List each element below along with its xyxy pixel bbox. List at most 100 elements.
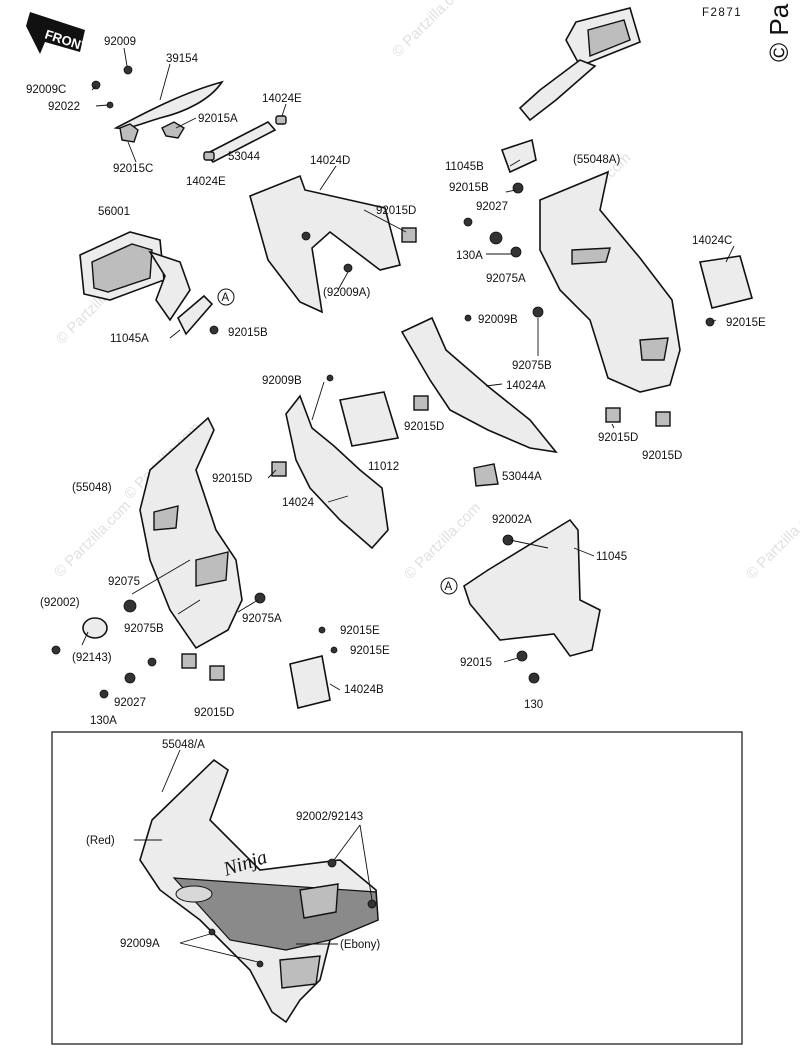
clip-92015d: [181, 653, 197, 669]
marker-letter: A: [445, 581, 453, 593]
part-label: 92015: [460, 657, 492, 669]
inset-label-ebony: (Ebony): [340, 939, 380, 951]
nut-icon: [705, 317, 715, 327]
inner-cover-14024d: [249, 174, 401, 314]
duct-cover-14024a: [400, 316, 558, 454]
bolt-130: [528, 672, 540, 684]
clip-92015d: [271, 461, 287, 477]
cover-14024b: [289, 655, 331, 709]
clip-92015d: [413, 395, 429, 411]
inset-label-bolt-pair: 92002/92143: [296, 811, 363, 823]
part-label: 11012: [368, 461, 399, 473]
bolt-icon: [367, 899, 377, 909]
part-label: 92075B: [124, 623, 164, 635]
turn-signal: [175, 885, 213, 903]
watermark: © Partzilla.com: [401, 499, 484, 582]
part-label: 92009B: [262, 375, 302, 387]
part-label: (92002): [40, 597, 80, 609]
collar-92075: [123, 599, 137, 613]
part-labels: 92009 39154 92009C 92022 92015A 14024E 5…: [26, 36, 766, 727]
clip-92015d: [605, 407, 621, 423]
part-label: 14024B: [344, 684, 384, 696]
collar-92075a: [254, 592, 266, 604]
inset-panel: Ninja 55048/A (Red) (Ebony) 92002/92143 …: [51, 731, 743, 1045]
part-label: 11045A: [110, 333, 149, 345]
bolt-130a: [463, 217, 473, 227]
screw-icon: [301, 231, 311, 241]
part-label: 92015E: [340, 625, 380, 637]
rubber-53044a: [473, 463, 499, 487]
bolt-130a: [99, 689, 109, 699]
cowl-left-55048: [139, 416, 243, 650]
part-label: 92009: [104, 36, 136, 48]
part-label: 92015A: [198, 113, 238, 125]
reference-marker-a: A: [217, 288, 235, 306]
screw-92009b: [464, 314, 472, 322]
part-label: 130A: [90, 715, 117, 727]
part-label: 92027: [476, 201, 508, 213]
part-label: 92015B: [228, 327, 268, 339]
watermark: © Partzilla.com: [51, 497, 134, 580]
bracket-stay-11045: [463, 518, 601, 657]
part-label: 11045: [596, 551, 627, 563]
nut-92015e: [318, 626, 326, 634]
inset-label-red: (Red): [86, 835, 115, 847]
part-label: 39154: [166, 53, 199, 65]
screw-92009b: [326, 374, 334, 382]
cap-14024e: [275, 115, 287, 125]
vent-slot: [571, 247, 611, 265]
collar-92075a: [510, 246, 522, 258]
part-label: 92015D: [404, 421, 444, 433]
part-label: 92015B: [449, 182, 489, 194]
clip-92015d: [655, 411, 671, 427]
part-label: 92075A: [242, 613, 282, 625]
part-label: 14024: [282, 497, 315, 509]
part-label: 92027: [114, 697, 146, 709]
part-label: (55048): [72, 482, 112, 494]
part-label: 92015D: [642, 450, 682, 462]
grommet-92027: [124, 672, 136, 684]
inner-panel-14024: [285, 394, 389, 550]
part-label: 92015D: [376, 205, 416, 217]
part-label: (92143): [72, 652, 112, 664]
duct-11012: [339, 391, 400, 447]
part-label: 53044: [228, 151, 261, 163]
part-label: 92015C: [113, 163, 153, 175]
part-label: 92015D: [598, 432, 638, 444]
vent-slot: [279, 955, 321, 989]
nut-icon: [512, 182, 524, 194]
part-label: 56001: [98, 206, 130, 218]
bolt-92002: [51, 645, 61, 655]
screw-icon: [256, 960, 264, 968]
watermark: © Partzilla.com: [743, 499, 800, 582]
part-label: 53044A: [502, 471, 542, 483]
bolt-92015: [516, 650, 528, 662]
part-label: 92075B: [512, 360, 552, 372]
part-label: 14024E: [186, 176, 226, 188]
screw-icon: [208, 928, 216, 936]
nut-92015e: [330, 646, 338, 654]
part-label: 92002A: [492, 514, 532, 526]
nut-icon: [209, 325, 219, 335]
cap-14024e: [203, 151, 215, 161]
part-label: 92015D: [194, 707, 234, 719]
collar-92075b: [532, 306, 544, 318]
clip-92015d: [209, 665, 225, 681]
part-label: 92015D: [212, 473, 252, 485]
inset-label-screw: 92009A: [120, 938, 160, 950]
part-label: 14024D: [310, 155, 350, 167]
marker-letter: A: [222, 292, 230, 304]
vent-slot: [153, 505, 179, 531]
reference-marker-a: A: [440, 577, 458, 595]
grommet-92143: [82, 617, 108, 639]
inset-label-cowl: 55048/A: [162, 739, 205, 751]
part-label: 14024A: [506, 380, 546, 392]
part-label: 130: [524, 699, 543, 711]
part-label: 92075A: [486, 273, 526, 285]
clip-92015d: [401, 227, 417, 243]
vent-slot: [639, 337, 669, 361]
collar-92075b: [147, 657, 157, 667]
screw-icon: [123, 65, 133, 75]
part-label: 92015E: [726, 317, 766, 329]
bracket-11045a: [177, 294, 214, 336]
